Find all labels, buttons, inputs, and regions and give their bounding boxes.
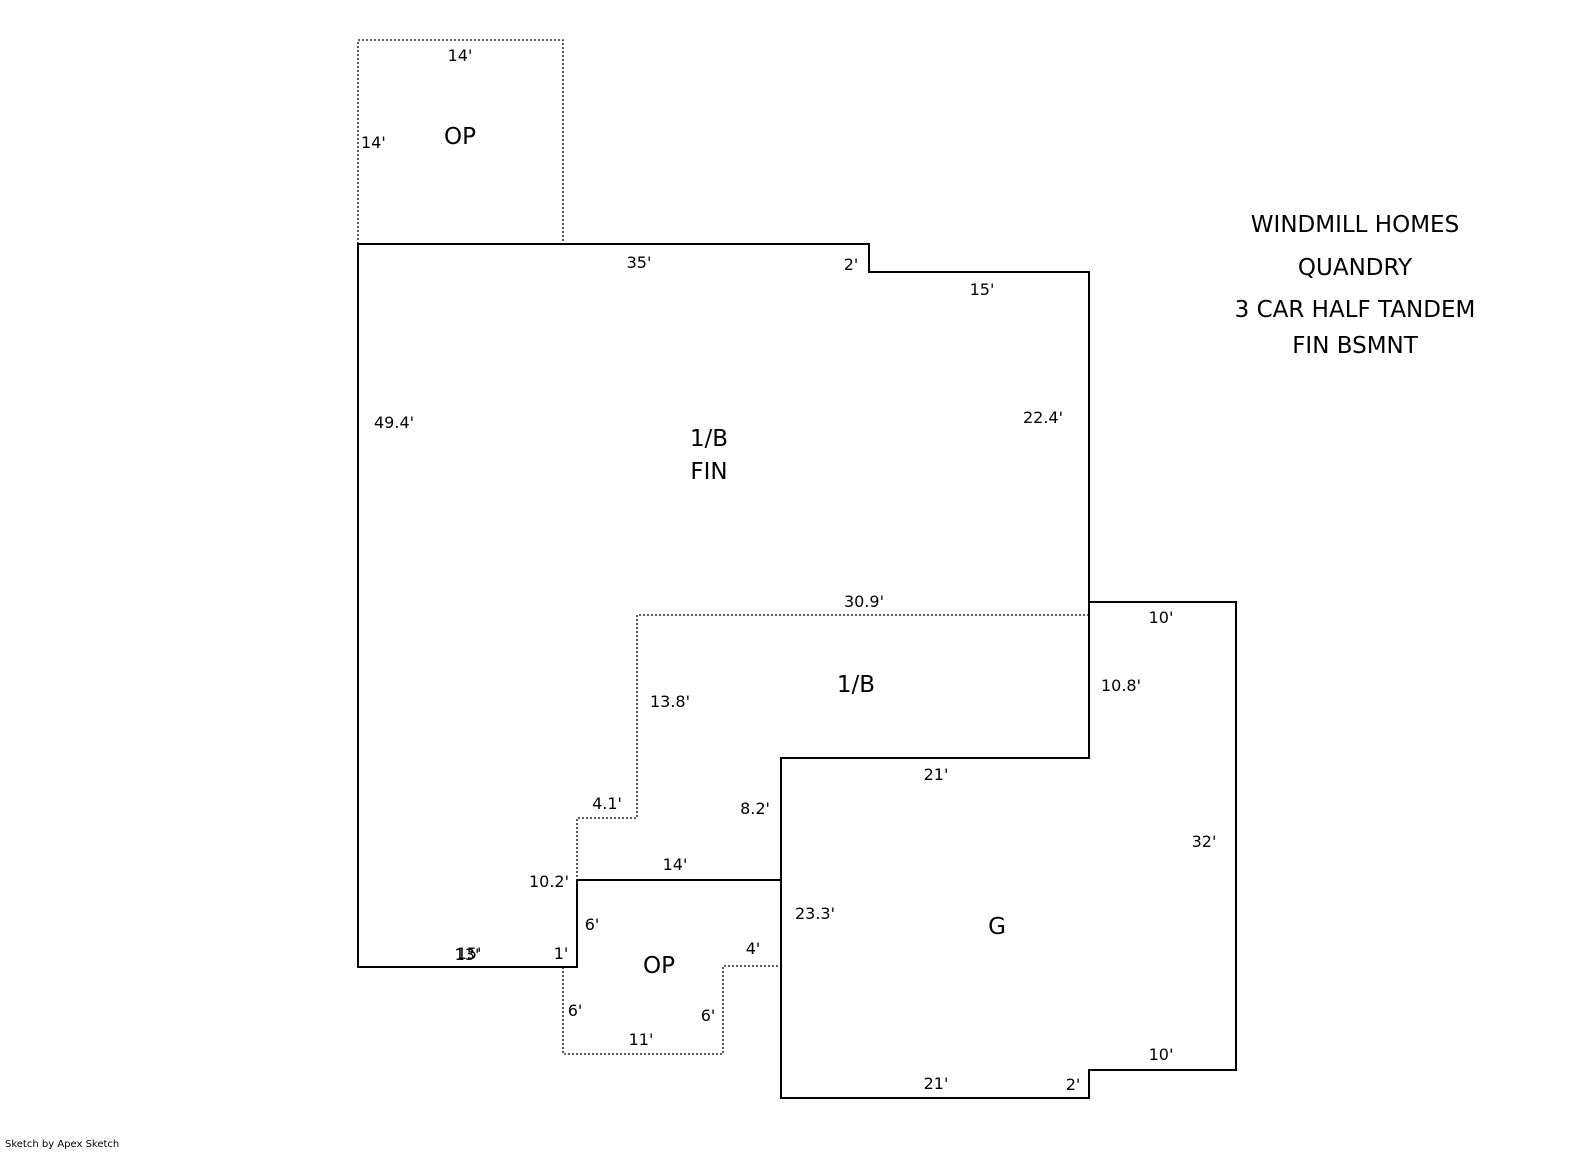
dim-garage-top-right: 10' [1149,608,1174,627]
area-label-second: 1/B [837,672,875,698]
dim-inner-vertical: 8.2' [740,799,770,818]
dim-bottom-left-a: 15' [457,944,482,963]
dim-garage-bottom: 21' [924,1074,949,1093]
dim-op-bottom-rightside: 6' [701,1006,716,1025]
note-builder: WINDMILL HOMES [1250,212,1460,238]
dim-main-right: 22.4' [1023,408,1063,427]
dim-op-top-width: 14' [448,46,473,65]
sketch-credit: Sketch by Apex Sketch [5,1139,120,1150]
garage-outline [780,601,1237,1099]
dim-garage-top: 21' [924,765,949,784]
dim-bottom-step: 1' [554,944,569,963]
dim-step-small: 4.1' [592,794,622,813]
dim-main-top: 35' [627,253,652,272]
area-label-porch-bottom: OP [643,953,675,979]
porch-bottom-outline [562,965,781,1055]
main-area-outline [357,243,1090,968]
dim-main-top-right: 15' [970,280,995,299]
dim-garage-bottom-right: 10' [1149,1045,1174,1064]
dim-divider: 30.9' [844,592,884,611]
dim-op-bottom-left: 6' [585,915,600,934]
note-garage-type: 3 CAR HALF TANDEM [1234,297,1476,323]
area-divider [576,614,1089,880]
porch-top-outline [357,39,564,244]
area-label-porch-top: OP [444,124,476,150]
dim-op-bottom-leftside: 6' [568,1001,583,1020]
dim-op-bottom-step: 4' [746,939,761,958]
dim-bottom-left-b: 13' [455,945,480,964]
area-label-garage: G [988,914,1006,940]
area-label-main-1: 1/B [690,426,728,452]
dim-garage-left: 23.3' [795,904,835,923]
note-model: QUANDRY [1297,255,1413,281]
dim-inner-horizontal: 14' [663,855,688,874]
dim-left-lower: 10.2' [529,872,569,891]
area-label-main-2: FIN [690,459,727,485]
note-basement: FIN BSMNT [1292,333,1418,359]
dim-garage-right: 32' [1192,832,1217,851]
dim-main-step: 2' [844,255,859,274]
dim-second-left: 13.8' [650,692,690,711]
dim-op-bottom-width: 11' [629,1030,654,1049]
dim-op-top-height: 14' [361,133,386,152]
dim-second-right: 10.8' [1101,676,1141,695]
dim-main-left: 49.4' [374,413,414,432]
dim-garage-bottom-step: 2' [1066,1075,1081,1094]
